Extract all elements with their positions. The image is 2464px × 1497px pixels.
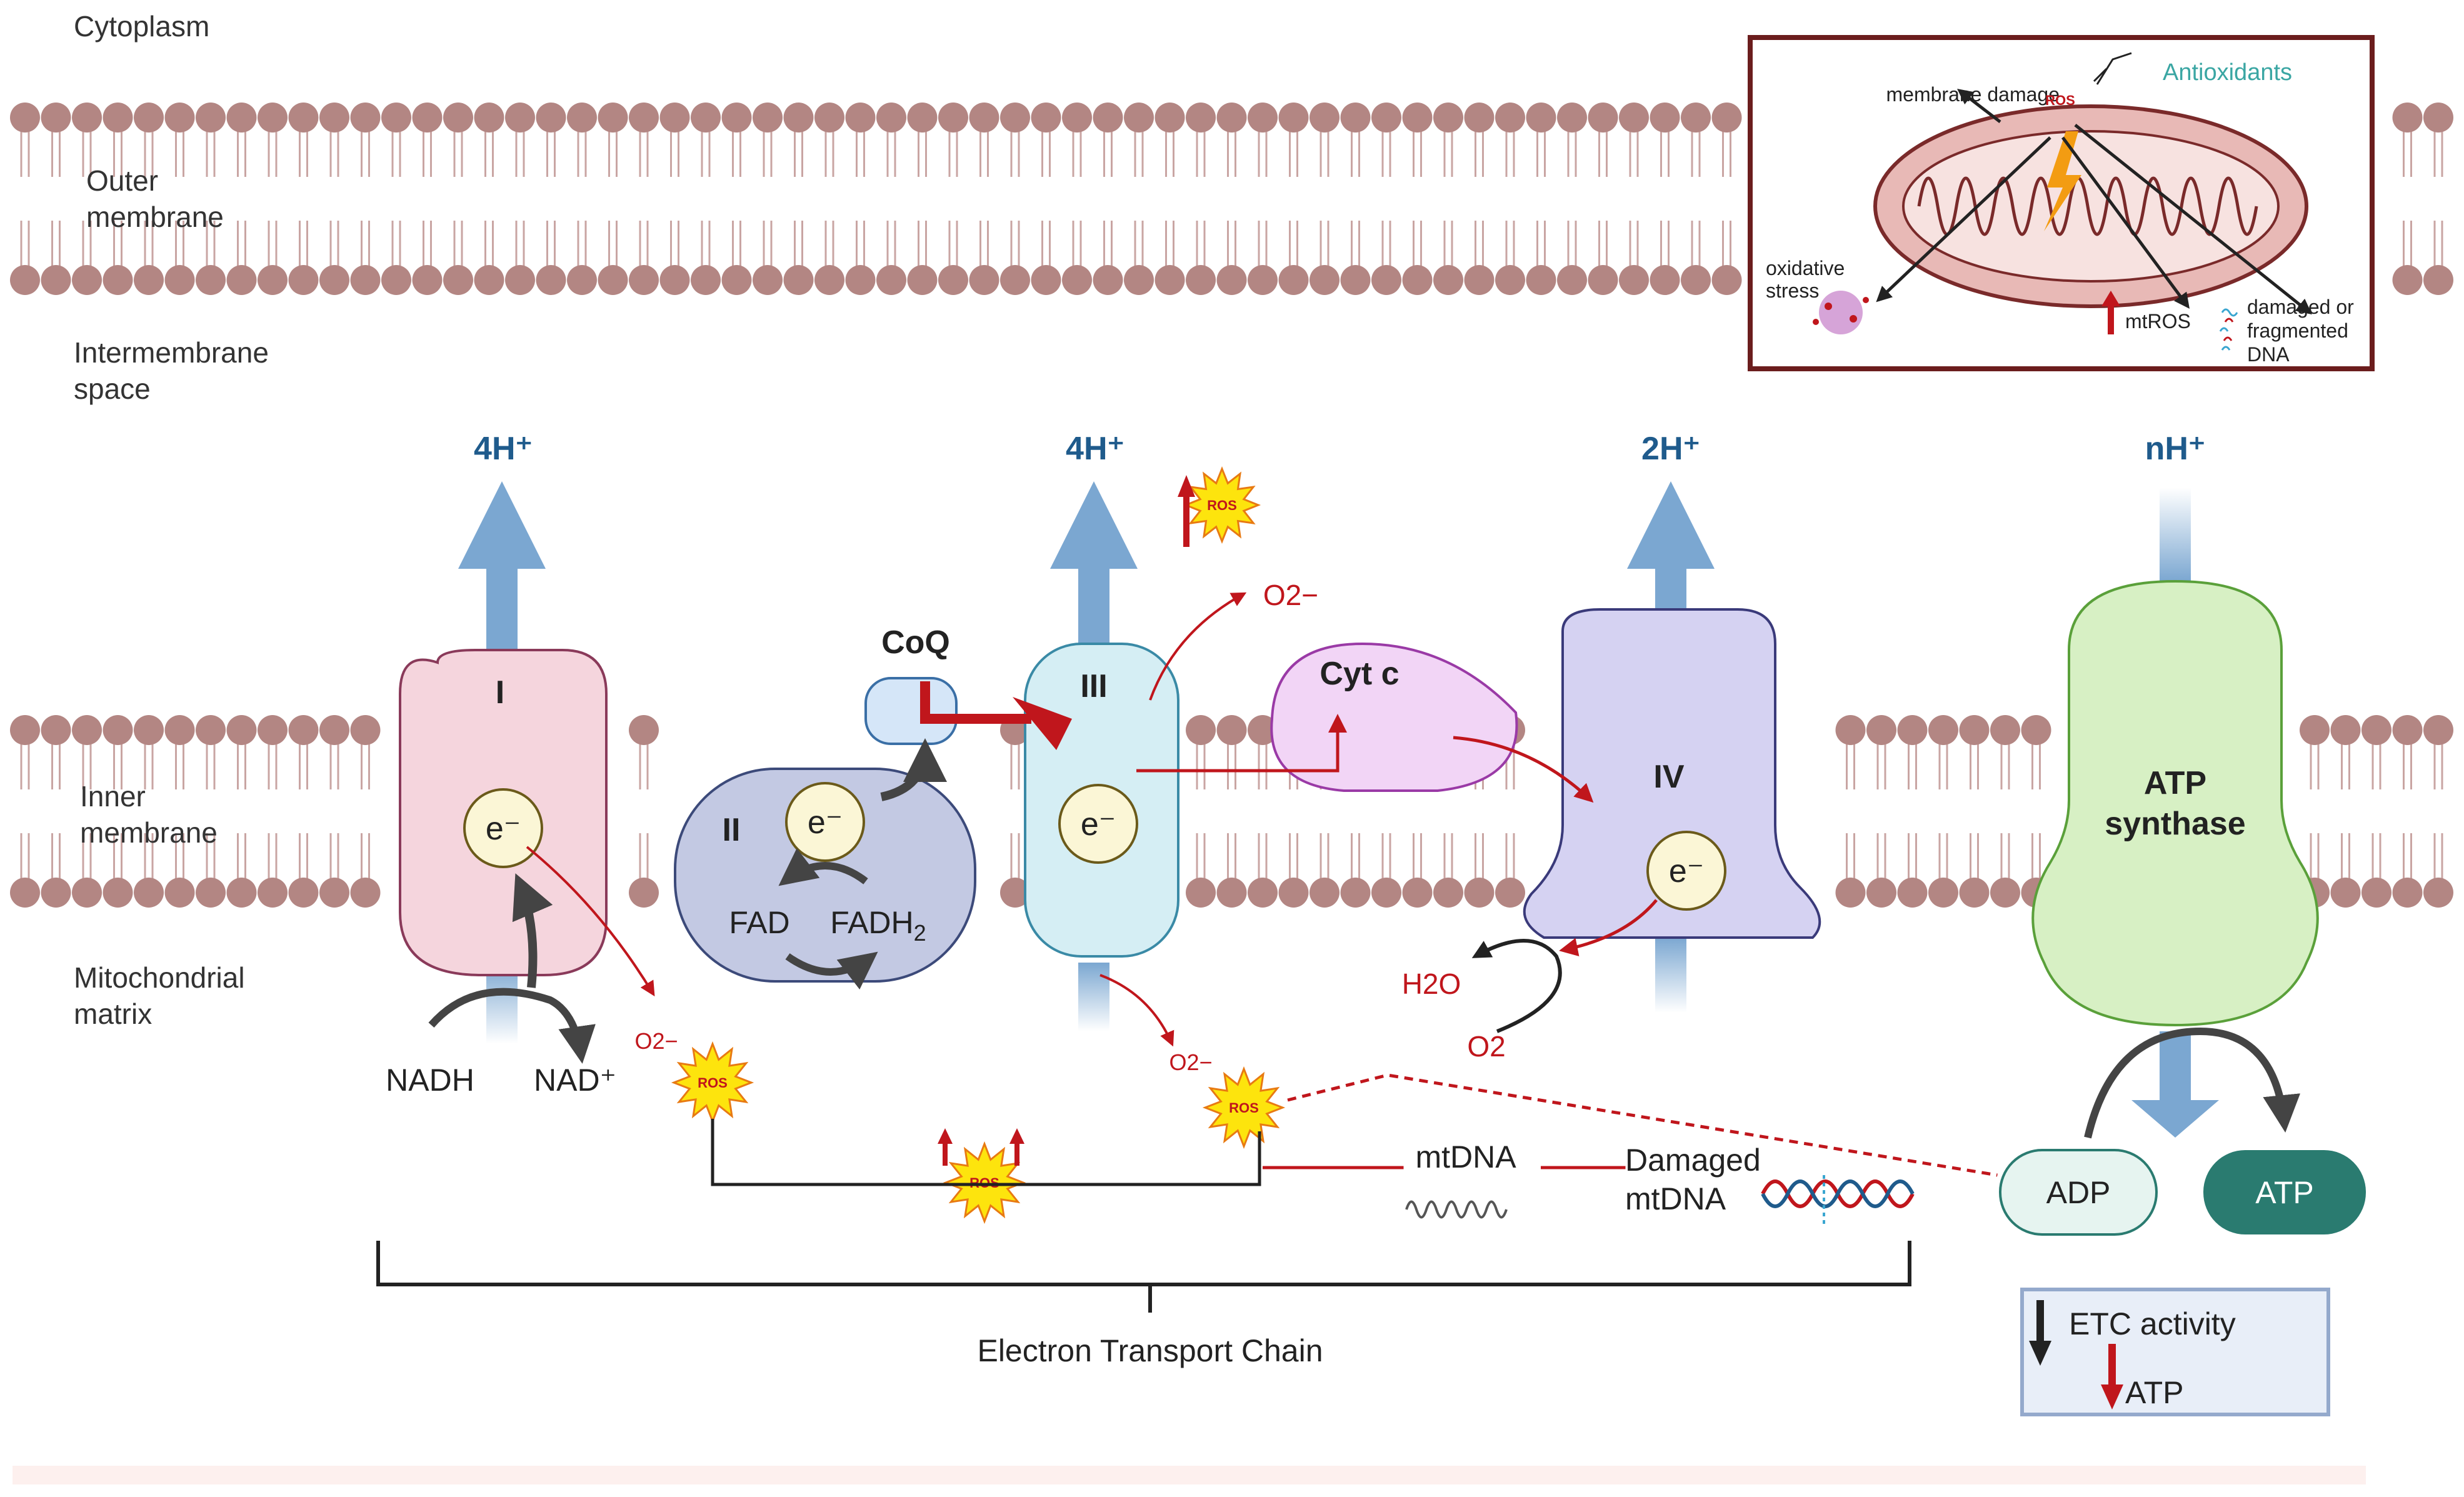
electron-II-label: e⁻ — [808, 804, 843, 841]
damaged-dna-helix-icon — [1761, 1175, 1915, 1225]
complex-IV — [1523, 608, 1821, 939]
ros-inhibit-adp — [1287, 1073, 1998, 1177]
effects-atp-label: ATP — [2125, 1375, 2184, 1410]
IV-electron-arrow — [1559, 899, 1658, 956]
proton-label-IV: 2H⁺ — [1641, 431, 1700, 467]
atp-label: ATP — [2255, 1175, 2314, 1210]
inset-oxidative-stress-2: stress — [1766, 279, 1819, 302]
cyt-c — [1270, 642, 1518, 792]
superoxide-I: O2− — [634, 1028, 678, 1054]
nad-label: NAD⁺ — [534, 1063, 616, 1098]
region-intermembrane-2: space — [74, 373, 151, 405]
inset-membrane-damage: membrane damage — [1886, 83, 2060, 106]
complex-III-label: III — [1080, 668, 1107, 704]
coq-to-III-arrowhead — [1013, 697, 1072, 750]
region-intermembrane-1: Intermembrane — [74, 336, 269, 369]
nadh-to-nad-arrow — [428, 988, 596, 1064]
inset-damaged-dna-2: fragmented — [2247, 319, 2348, 342]
proton-label-III: 4H⁺ — [1066, 431, 1124, 467]
coq-label: CoQ — [881, 624, 950, 661]
proton-arrow-atp-synthase — [2131, 488, 2219, 1138]
inset-mtros: mtROS — [2125, 310, 2191, 333]
ros-label-1: ROS — [698, 1075, 728, 1091]
fad-label: FAD — [729, 905, 789, 940]
adp-to-atp-arrow — [2084, 1027, 2301, 1139]
damaged-mtdna-label-2: mtDNA — [1625, 1181, 1726, 1216]
etc-bracket — [376, 1241, 1911, 1313]
nadh-to-electron-arrow — [512, 873, 553, 988]
effects-box — [2020, 1288, 2330, 1416]
fad-cycle-bottom-arrow — [785, 951, 878, 990]
complex-II-label: II — [723, 812, 741, 848]
ros-label-2: ROS — [1229, 1100, 1259, 1116]
inset-mtros-up-arrow — [2101, 291, 2120, 334]
inset-arrows — [1876, 52, 2312, 315]
ros-star-icon — [1202, 1066, 1286, 1149]
complex-IV-label: IV — [1653, 759, 1684, 795]
superoxide-leak-I — [526, 846, 655, 997]
atp-synthase — [2031, 579, 2319, 1027]
region-matrix-2: matrix — [74, 998, 152, 1030]
proton-arrow-III — [1050, 481, 1138, 1031]
atp-synthase-label-2: synthase — [2105, 806, 2245, 842]
h2o-label: H2O — [1402, 968, 1461, 1000]
ros-bracket — [711, 1119, 1261, 1186]
region-matrix-1: Mitochondrial — [74, 961, 245, 994]
inset-mitochondrion-icon — [1873, 104, 2308, 308]
ros-label-4: ROS — [1207, 498, 1237, 513]
inset-ros-label: ROS — [2045, 93, 2075, 108]
etc-label: Electron Transport Chain — [977, 1333, 1323, 1368]
fadh2-label: FADH2 — [830, 905, 926, 946]
footer-bar — [13, 1466, 2366, 1484]
o2-to-h2o-arrow — [1471, 939, 1562, 1033]
coq-to-III-arrow — [920, 681, 1031, 724]
inset-lightning-icon — [2044, 131, 2081, 231]
inset-damaged-dna-3: DNA — [2247, 343, 2290, 366]
inset-antioxidants: Antioxidants — [2163, 59, 2292, 86]
e-to-coq-arrow — [880, 738, 947, 801]
proton-label-atp-synthase: nH⁺ — [2145, 431, 2206, 467]
etc-activity-label: ETC activity — [2069, 1306, 2236, 1341]
electron-III-label: e⁻ — [1081, 806, 1116, 843]
superoxide-III-down: O2− — [1169, 1049, 1212, 1075]
electron-IV — [1646, 831, 1726, 911]
region-outer-membrane-1: Outer — [86, 164, 158, 197]
atp-pill — [2203, 1150, 2366, 1234]
region-inner-membrane-1: Inner — [80, 780, 146, 813]
electron-I-label: e⁻ — [486, 811, 521, 847]
III-to-cytc-arrow — [1136, 714, 1347, 773]
fad-cycle-top-arrow — [778, 848, 868, 886]
atp-synthase-label-1: ATP — [2144, 765, 2206, 801]
region-outer-membrane-2: membrane — [86, 201, 224, 233]
electron-IV-label: e⁻ — [1669, 853, 1704, 889]
electron-I — [463, 788, 543, 868]
inset-damaged-dna-1: damaged or — [2247, 296, 2354, 318]
inset-oxidative-stress-icon — [1813, 291, 1869, 334]
cytc-to-IV-arrow — [1453, 736, 1594, 803]
adp-label: ADP — [2046, 1175, 2111, 1210]
inset-fragmented-dna-icon — [2219, 308, 2238, 351]
inset-oxidative-stress-1: oxidative — [1766, 257, 1845, 279]
complex-I-label: I — [496, 674, 504, 711]
electron-II — [785, 782, 865, 862]
o2-label: O2 — [1467, 1030, 1505, 1063]
superoxide-leak-III-up — [1149, 592, 1247, 701]
coq — [864, 677, 958, 745]
region-cytoplasm: Cytoplasm — [74, 10, 209, 43]
superoxide-leak-III-down — [1099, 974, 1174, 1047]
outer-membrane — [10, 103, 2453, 295]
region-inner-membrane-2: membrane — [80, 816, 218, 849]
mtdna-strand-icon — [1405, 1200, 1508, 1219]
proton-label-I: 4H⁺ — [474, 431, 533, 467]
superoxide-III-up: O2− — [1263, 579, 1318, 611]
mtdna-label: mtDNA — [1415, 1139, 1516, 1174]
complex-II — [674, 768, 976, 983]
nadh-label: NADH — [386, 1063, 474, 1098]
ros-increase-arrows — [938, 475, 1195, 1166]
adp-pill — [1999, 1149, 2158, 1236]
cyt-c-label: Cyt c — [1320, 656, 1399, 692]
electron-III — [1058, 784, 1138, 864]
damaged-mtdna-label-1: Damaged — [1625, 1143, 1761, 1178]
